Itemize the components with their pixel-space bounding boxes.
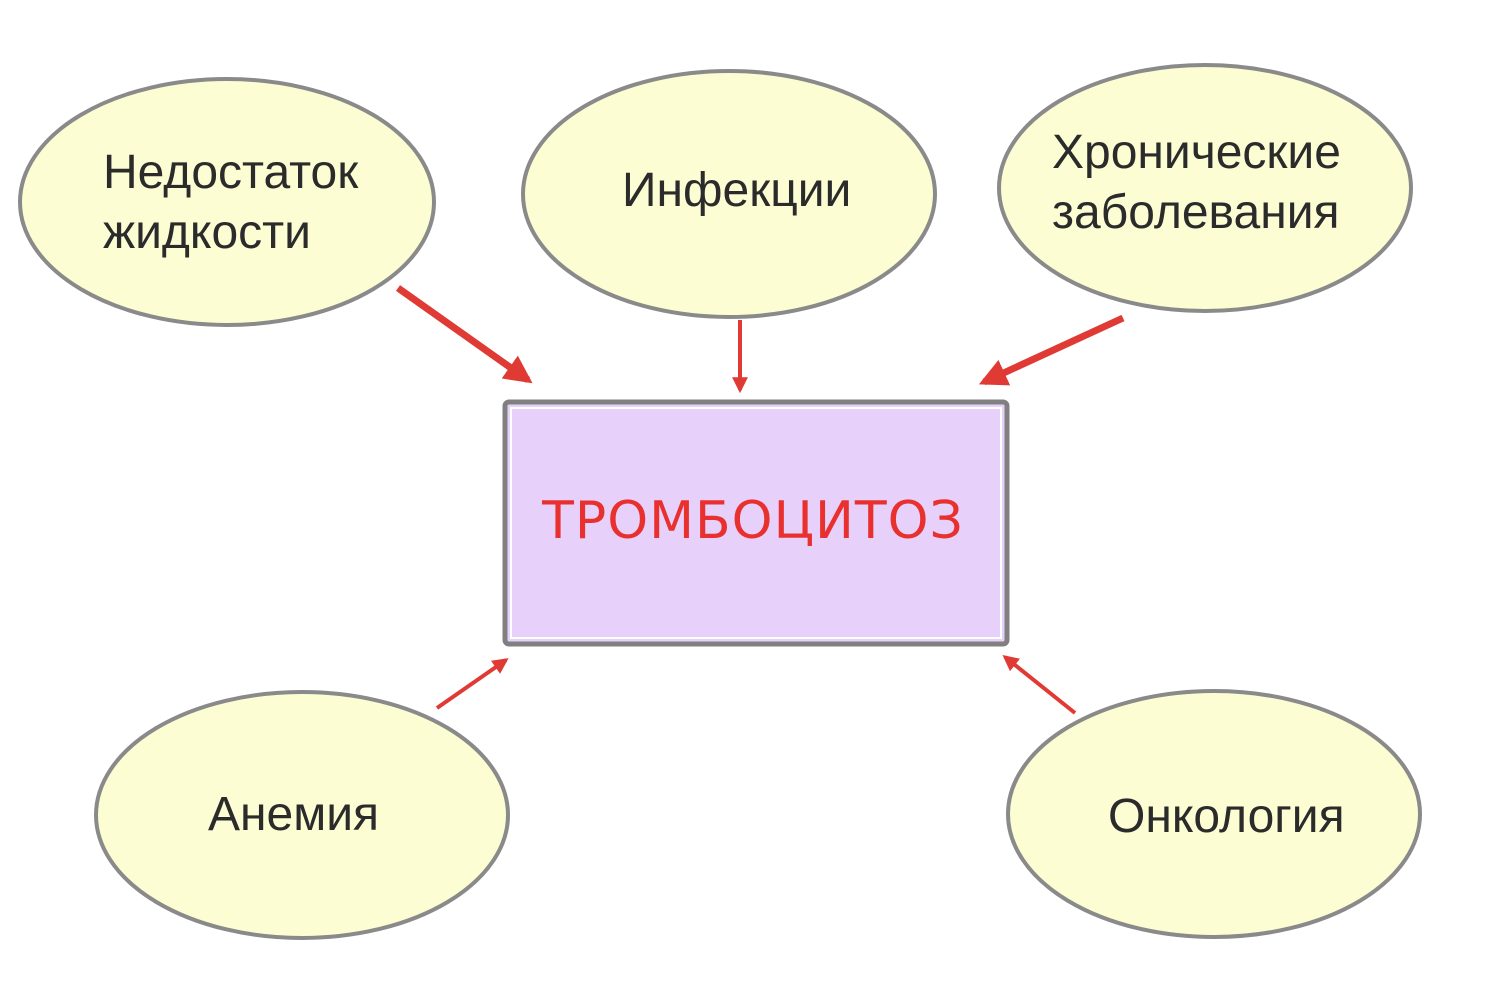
cause-anemia-ellipse [94, 690, 510, 940]
cause-infection-ellipse [521, 69, 937, 319]
cause-chronic-label-line1: Хронические [1052, 126, 1341, 179]
cause-oncology: Онкология [1006, 689, 1422, 939]
arrow-anemia-to-center [435, 658, 509, 710]
cause-chronic-label-line2: заболевания [1052, 186, 1340, 239]
cause-fluid-ellipse [18, 77, 436, 327]
cause-fluid-label-line2: жидкости [103, 206, 311, 259]
cause-fluid: Недостаток жидкости [18, 77, 436, 327]
cause-infection-label: Инфекции [622, 164, 851, 217]
cause-anemia: Анемия [94, 690, 510, 940]
arrows [395, 285, 1125, 715]
cause-fluid-label-line1: Недостаток [103, 146, 359, 199]
arrow-fluid-to-center [395, 285, 533, 384]
cause-chronic: Хронические заболевания [997, 63, 1413, 313]
center-node: ТРОМБОЦИТОЗ [502, 399, 1010, 647]
arrow-oncology-to-center [1002, 655, 1077, 715]
cause-infection: Инфекции [521, 69, 937, 319]
cause-oncology-ellipse [1006, 689, 1422, 939]
cause-anemia-label: Анемия [208, 788, 379, 841]
cause-chronic-ellipse [997, 63, 1413, 313]
center-box-inner-highlight [510, 407, 1002, 639]
cause-oncology-label: Онкология [1108, 790, 1345, 843]
center-box [502, 399, 1010, 647]
arrow-chronic-to-center [978, 314, 1125, 386]
center-label: ТРОМБОЦИТОЗ [541, 491, 964, 551]
